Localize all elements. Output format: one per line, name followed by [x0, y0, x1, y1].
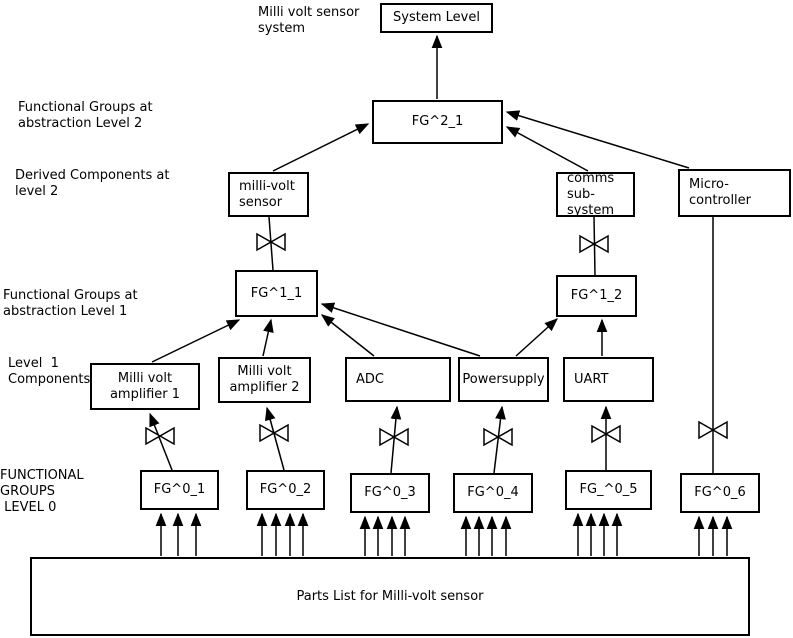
arrow-fg01-to-amp1: [149, 412, 173, 471]
node-fg1-2: FG^1_2: [556, 275, 637, 317]
node-comms-subsystem: comms sub-system: [556, 171, 635, 218]
node-fg0-1: FG^0_1: [140, 470, 219, 510]
node-fg0-2: FG^0_2: [246, 470, 325, 510]
node-adc: ADC: [345, 357, 451, 402]
node-fg2-1: FG^2_1: [372, 100, 503, 144]
arrow-amp2-to-fg11: [262, 318, 274, 357]
node-system-level: System Level: [380, 3, 493, 33]
node-uart: UART: [563, 357, 654, 402]
node-parts-list: Parts List for Milli-volt sensor: [30, 557, 750, 636]
link-fg12-to-comms: [593, 216, 596, 276]
arrow-sensor-to-fg2: [272, 123, 370, 172]
arrow-fg04-to-psu: [493, 405, 506, 474]
arrow-psu-to-fg12: [515, 318, 559, 357]
node-powersupply: Powersupply: [458, 357, 549, 402]
node-amplifier-1: Milli volt amplifier 1: [90, 363, 200, 410]
node-fg0-3: FG^0_3: [350, 473, 430, 513]
node-fg1-1: FG^1_1: [235, 270, 318, 317]
node-fg0-5: FG_^0_5: [565, 470, 652, 510]
label-level0-groups: FUNCTIONAL GROUPS LEVEL 0: [0, 468, 84, 515]
arrow-fg02-to-amp2: [265, 406, 285, 471]
node-fg0-6: FG^0_6: [680, 473, 760, 513]
node-microcontroller: Micro- controller: [678, 169, 791, 217]
label-system-annotation: Milli volt sensor system: [258, 5, 360, 36]
node-millivolt-sensor: milli-volt sensor: [228, 172, 309, 217]
node-fg0-4: FG^0_4: [453, 473, 533, 513]
arrow-comms-to-fg2: [505, 126, 589, 172]
arrow-fg03-to-adc: [390, 405, 402, 474]
parts-to-fg0-arrows: [155, 512, 733, 556]
arrow-psu-to-fg11: [320, 302, 481, 357]
bowtie-icon: [259, 424, 289, 442]
bowtie-icon: [145, 427, 175, 445]
arrow-amp1-to-fg11: [151, 319, 241, 363]
arrow-adc-to-fg11: [320, 314, 375, 357]
arrow-micro-to-fg2: [505, 110, 690, 169]
label-level2-groups: Functional Groups at abstraction Level 2: [18, 100, 153, 131]
label-level1-groups: Functional Groups at abstraction Level 1: [3, 288, 138, 319]
label-level2-components: Derived Components at level 2: [15, 168, 170, 199]
node-amplifier-2: Milli volt amplifier 2: [218, 357, 311, 403]
link-fg11-to-sensor: [268, 216, 274, 271]
label-level1-components: Level 1 Components: [8, 356, 91, 387]
